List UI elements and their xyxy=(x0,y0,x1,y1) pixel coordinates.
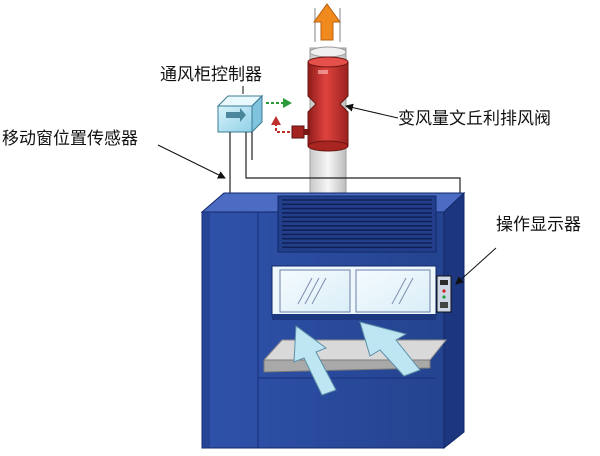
airflow-arrow-left xyxy=(293,325,337,396)
signal-arrow-green xyxy=(266,98,292,108)
airflow-arrow-right xyxy=(359,321,421,377)
label-display: 操作显示器 xyxy=(496,215,581,235)
exhaust-arrow xyxy=(313,3,341,42)
label-venturi-valve: 变风量文丘利排风阀 xyxy=(398,109,551,129)
venturi-valve xyxy=(291,56,349,152)
display-panel xyxy=(436,275,452,313)
label-controller: 通风柜控制器 xyxy=(160,65,262,85)
sash-window xyxy=(271,265,437,320)
signal-arrow-red xyxy=(271,116,290,133)
controller-box xyxy=(216,94,264,134)
work-surface xyxy=(262,339,448,373)
label-sash-sensor: 移动窗位置传感器 xyxy=(2,129,138,149)
louver-grille xyxy=(277,195,437,253)
pointer-lines xyxy=(157,86,497,285)
